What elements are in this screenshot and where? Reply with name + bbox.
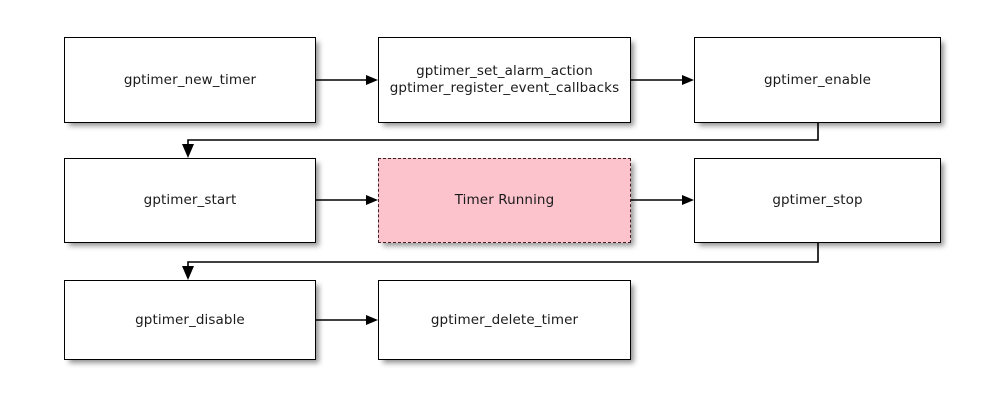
node-label-gptimer-start: gptimer_start — [143, 192, 237, 208]
node-label-gptimer-stop: gptimer_stop — [772, 192, 863, 208]
node-gptimer-stop[interactable]: gptimer_stop — [694, 158, 941, 243]
node-gptimer-enable[interactable]: gptimer_enable — [694, 37, 941, 123]
node-label-gptimer-new-timer: gptimer_new_timer — [123, 71, 257, 88]
node-label-gptimer-set-alarm-action: gptimer_set_alarm_action gptimer_registe… — [389, 63, 620, 96]
node-gptimer-start[interactable]: gptimer_start — [64, 158, 316, 243]
node-label-timer-running: Timer Running — [454, 192, 555, 208]
node-gptimer-set-alarm-action[interactable]: gptimer_set_alarm_action gptimer_registe… — [378, 37, 631, 123]
node-gptimer-delete-timer[interactable]: gptimer_delete_timer — [378, 280, 631, 360]
edge-new-timer-to-set-alarm-action — [316, 75, 378, 85]
node-timer-running[interactable]: Timer Running — [378, 158, 631, 243]
node-gptimer-new-timer[interactable]: gptimer_new_timer — [64, 37, 316, 123]
edge-start-to-timer-running — [316, 195, 378, 205]
edge-disable-to-delete-timer — [316, 315, 378, 325]
edge-stop-to-disable — [182, 243, 819, 280]
edge-enable-to-start — [182, 123, 819, 158]
node-label-gptimer-disable: gptimer_disable — [135, 311, 245, 328]
node-label-gptimer-delete-timer: gptimer_delete_timer — [430, 311, 579, 328]
node-label-gptimer-enable: gptimer_enable — [763, 71, 872, 88]
edge-timer-running-to-stop — [631, 195, 694, 205]
edge-set-alarm-action-to-enable — [631, 75, 694, 85]
node-gptimer-disable[interactable]: gptimer_disable — [64, 280, 316, 360]
